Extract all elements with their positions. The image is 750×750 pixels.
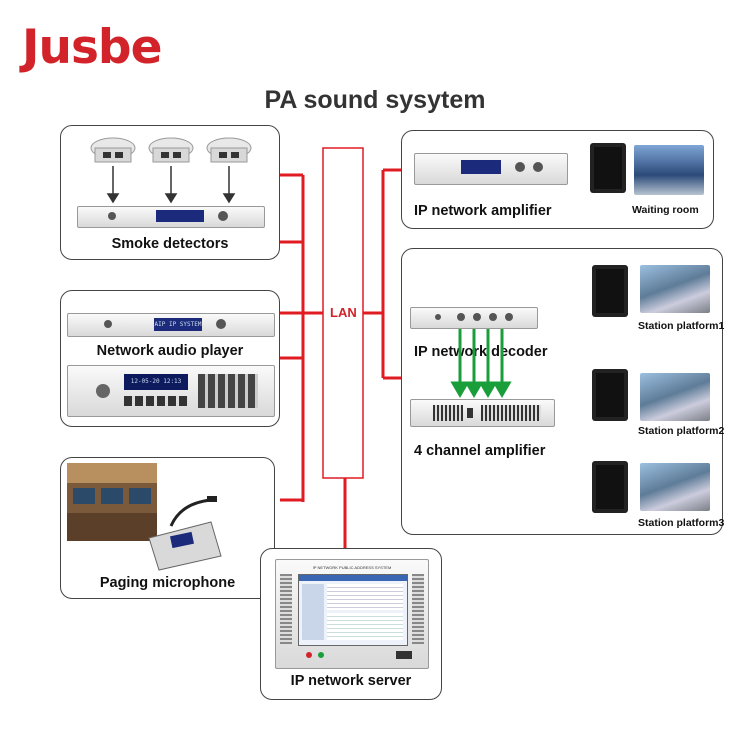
station-platform-2-label: Station platform2 <box>638 425 725 437</box>
paging-microphone-label: Paging microphone <box>99 575 236 591</box>
station-platform-3-label: Station platform3 <box>638 517 725 529</box>
smoke-controller-rack <box>77 206 265 228</box>
four-channel-amplifier-unit <box>410 399 555 427</box>
network-audio-player-label: Network audio player <box>96 343 244 359</box>
server-screen-icon <box>298 574 408 646</box>
player-second-unit: 12-05-20 12:13 <box>67 365 275 417</box>
speaker-icon <box>592 369 628 421</box>
player-rack-unit: AIP IP SYSTEM <box>67 313 275 337</box>
station-photo-icon <box>640 373 710 421</box>
player-clock-lcd: 12-05-20 12:13 <box>124 374 188 390</box>
speaker-icon <box>590 143 626 193</box>
paging-mic-icon <box>67 463 222 571</box>
smoke-detectors-panel: Smoke detectors <box>60 125 280 260</box>
ip-decoder-unit <box>410 307 538 329</box>
smoke-detectors-label: Smoke detectors <box>111 236 229 252</box>
ip-network-server-label: IP network server <box>290 673 412 689</box>
diagram-title: PA sound sysytem <box>264 86 486 114</box>
ip-network-decoder-label: IP network decoder <box>414 344 548 360</box>
platform-zone-panel: IP network decoder 4 channel amplifier S… <box>401 248 725 535</box>
paging-microphone-panel: Paging microphone <box>60 457 275 599</box>
server-header: IP NETWORK PUBLIC ADDRESS SYSTEM <box>312 565 392 570</box>
ip-amplifier-unit <box>414 153 568 185</box>
player-lcd: AIP IP SYSTEM <box>154 318 202 331</box>
smoke-detector-icon <box>90 137 252 204</box>
station-photo-icon <box>640 265 710 313</box>
lan-label: LAN <box>330 305 357 320</box>
network-audio-player-panel: AIP IP SYSTEM Network audio player 12-05… <box>60 290 280 427</box>
four-channel-amplifier-label: 4 channel amplifier <box>414 443 546 459</box>
signal-arrows <box>450 329 512 398</box>
waiting-room-photo <box>634 145 704 195</box>
waiting-room-label: Waiting room <box>632 204 699 216</box>
station-photo-icon <box>640 463 710 511</box>
station-platform-1-label: Station platform1 <box>638 320 725 332</box>
speaker-icon <box>592 461 628 513</box>
server-chassis: IP NETWORK PUBLIC ADDRESS SYSTEM <box>275 559 429 669</box>
ip-network-amplifier-panel: IP network amplifier Waiting room <box>401 130 714 229</box>
brand-logo: Jusbe <box>22 20 162 75</box>
speaker-icon <box>592 265 628 317</box>
ip-network-server-panel: IP NETWORK PUBLIC ADDRESS SYSTEM IP netw… <box>260 548 442 700</box>
ip-network-amplifier-label: IP network amplifier <box>414 203 552 219</box>
